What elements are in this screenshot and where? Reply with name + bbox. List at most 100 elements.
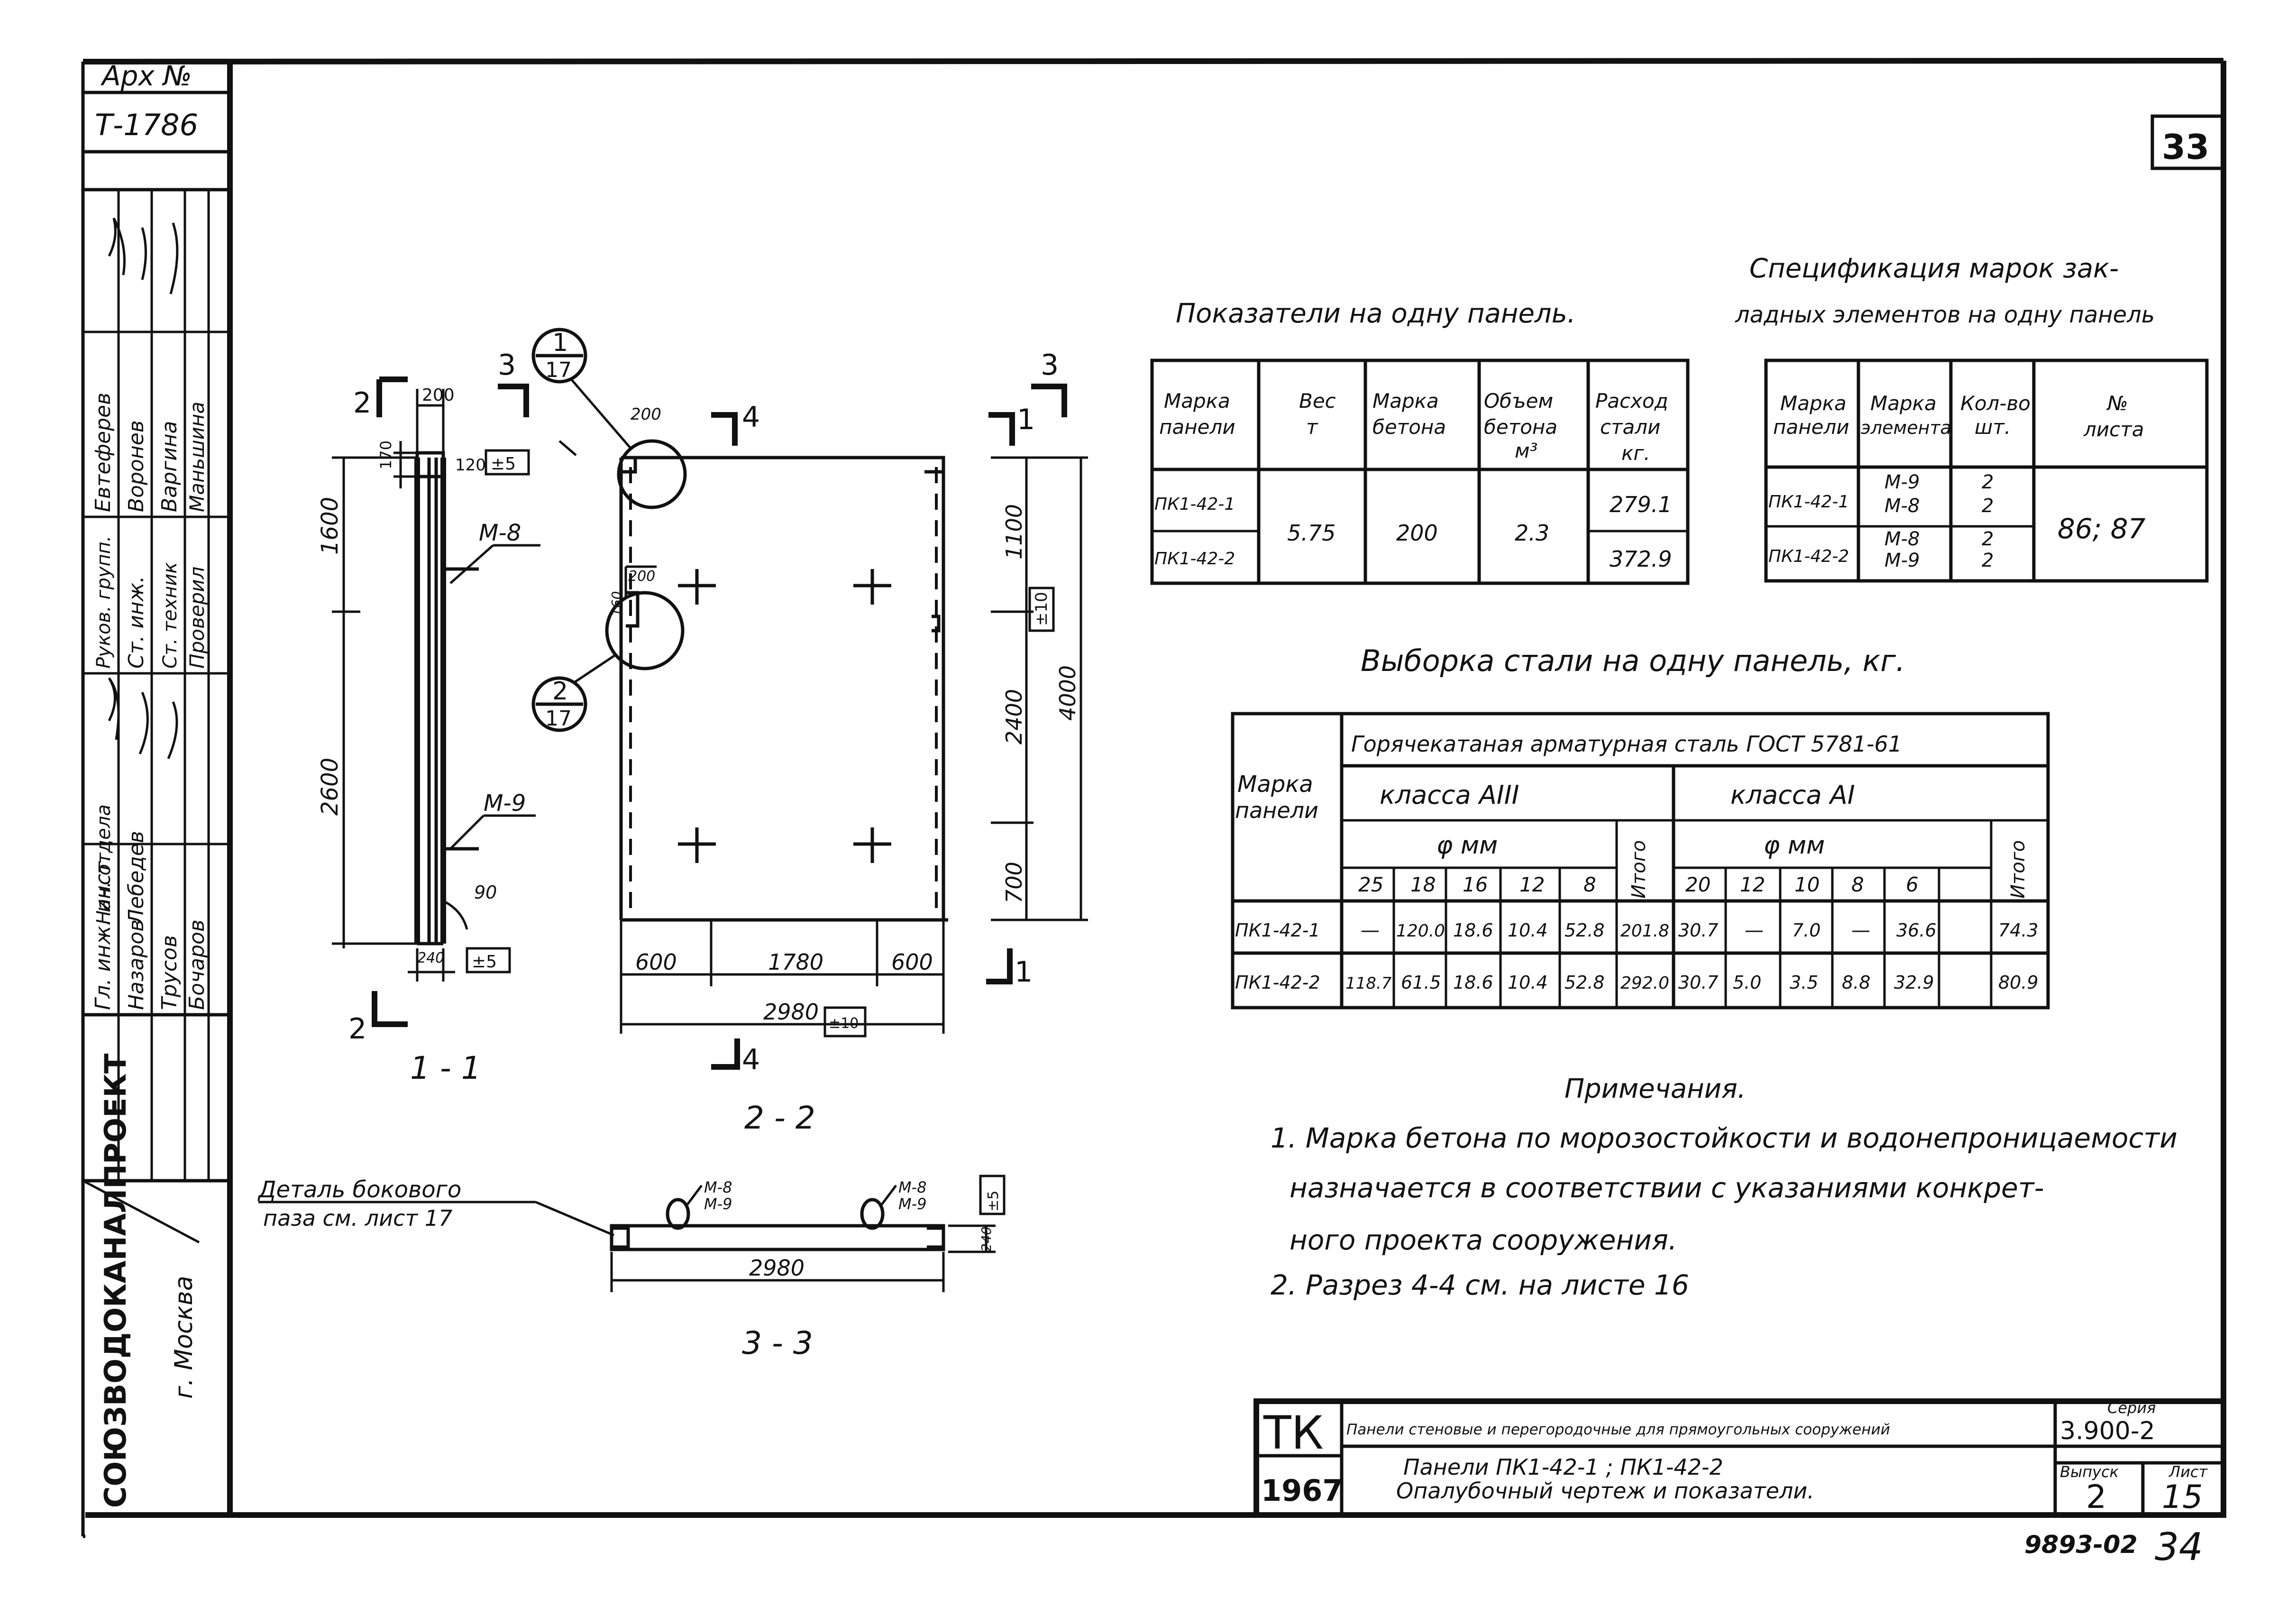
notes-title: Примечания.: [1564, 1074, 1746, 1104]
steel-row2-mark: ПК1-42-2: [1235, 972, 1320, 993]
steel-row1-a1-12: —: [1745, 919, 1764, 941]
label-m9-3-3-right: М-9: [898, 1195, 927, 1213]
title-block-sheet-title-2: Опалубочный чертеж и показатели.: [1396, 1478, 1814, 1504]
steel-dia-a3-8: 8: [1583, 873, 1596, 896]
steel-row2-a3-8: 52.8: [1564, 972, 1605, 993]
cut-mark-2-bottom: 2: [348, 1012, 366, 1046]
note-1-line1: 1. Марка бетона по морозостойкости и вод…: [1271, 1122, 2177, 1154]
steel-dia-a3-12: 12: [1519, 873, 1545, 896]
dim-240: 240: [417, 950, 444, 966]
detail-2-sheet: 17: [545, 707, 572, 731]
steel-dia-a3: φ мм: [1436, 831, 1498, 860]
dim-2980-top-section: 2980: [749, 1255, 805, 1281]
steel-row1-total-a1: 74.3: [1998, 920, 2039, 941]
dim-170: 170: [377, 441, 395, 469]
dim-200-side-2-2: 200: [628, 568, 655, 585]
tol-5-bottom: ±5: [472, 952, 497, 972]
tol-5-top-section: ±5: [985, 1191, 1002, 1212]
side-groove-note-line1: Деталь бокового: [257, 1176, 461, 1203]
embedded-table-grid: [1764, 358, 2209, 583]
emb-row1-el1: М-9: [1884, 471, 1920, 493]
steel-row1-a3-16: 18.6: [1453, 920, 1493, 941]
emb-header-qty-2: шт.: [1975, 415, 2011, 439]
steel-row1-mark: ПК1-42-1: [1235, 920, 1320, 941]
sheet-corner-number: 33: [2162, 127, 2209, 167]
steel-row1-a1-20: 30.7: [1678, 920, 1719, 941]
title-block-tk: ТК: [1263, 1406, 1324, 1460]
steel-dia-a3-25: 25: [1358, 873, 1383, 896]
stamp-name-8: Маньшина: [185, 402, 209, 512]
title-block-general-title: Панели стеновые и перегородочные для пря…: [1346, 1421, 1890, 1438]
title-block-issue: 2: [2086, 1478, 2106, 1516]
dim-90: 90: [474, 882, 497, 903]
dim-700: 700: [1001, 862, 1027, 903]
title-block-sheet-title-1: Панели ПК1-42-1 ; ПК1-42-2: [1403, 1454, 1723, 1480]
label-m8-3-3-left: М-8: [704, 1178, 732, 1196]
dim-240-top-section: 240: [979, 1227, 994, 1252]
title-block-series: 3.900-2: [2060, 1417, 2155, 1445]
note-1-line3: ного проекта сооружения.: [1290, 1224, 1677, 1256]
detail-1-sheet: 17: [545, 358, 572, 382]
steel-row1-a1-10: 7.0: [1792, 920, 1820, 941]
cut-mark-2-top: 2: [353, 386, 371, 420]
dim-1780: 1780: [768, 949, 823, 975]
ind-weight: 5.75: [1287, 520, 1336, 546]
title-block-sheet-label: Лист: [2168, 1463, 2208, 1481]
indicators-title: Показатели на одну панель.: [1176, 298, 1576, 329]
dim-2400: 2400: [1001, 689, 1027, 744]
dim-120: 120: [455, 456, 486, 475]
bottom-archive-number: 9893-02: [2024, 1531, 2138, 1559]
emb-header-qty-1: Кол-во: [1960, 392, 2031, 415]
cut-mark-4-bottom: 4: [742, 1043, 760, 1076]
ind-row2-steel: 372.9: [1610, 546, 1672, 572]
ind-header-vol-2: бетона: [1484, 415, 1557, 439]
stamp-name-1: Назаров: [124, 919, 148, 1010]
title-block-grid: [1253, 1398, 2226, 1518]
dim-2600: 2600: [317, 758, 343, 816]
ind-header-weight-2: т: [1306, 415, 1318, 439]
dim-200-section11: 200: [422, 386, 455, 405]
dim-200-top-2-2: 200: [631, 405, 661, 424]
steel-total-a3-header: Итого: [1628, 840, 1650, 899]
emb-row2-q2: 2: [1982, 550, 1994, 571]
section-1-1-caption: 1 - 1: [410, 1050, 481, 1086]
section-3-3-caption: 3 - 3: [742, 1325, 813, 1361]
stamp-role-5: Руков. групп.: [93, 535, 115, 669]
ind-header-mark-2: панели: [1159, 415, 1235, 439]
stamp-role-2: Нач. отдела: [93, 804, 115, 925]
emb-row2-q1: 2: [1982, 528, 1994, 550]
emb-row2-el2: М-9: [1884, 550, 1920, 571]
steel-class-a3: класса АIII: [1380, 780, 1519, 810]
title-block-issue-label: Выпуск: [2060, 1463, 2119, 1481]
tol-5-top: ±5: [491, 454, 516, 474]
cut-mark-1-bottom: 1: [1015, 955, 1033, 989]
emb-row1-el2: М-8: [1884, 495, 1920, 517]
steel-selection-title: Выборка стали на одну панель, кг.: [1361, 643, 1905, 678]
indicators-table-grid: [1150, 358, 1690, 585]
steel-dia-a1-10: 10: [1794, 873, 1820, 896]
side-groove-note-line2: паза см. лист 17: [263, 1205, 452, 1231]
stamp-name-3: Трусов: [157, 935, 182, 1010]
left-stamp: [82, 91, 230, 1244]
section-3-3-view: [258, 1175, 1006, 1292]
stamp-role-8: Проверил: [185, 567, 209, 669]
steel-row2-a3-18: 61.5: [1401, 972, 1441, 993]
stamp-name-2: Лебедев: [124, 831, 148, 926]
stamp-role-6: Ст. инж.: [124, 576, 148, 669]
steel-row2-a1-8: 8.8: [1842, 972, 1870, 993]
dim-600-right: 600: [891, 949, 933, 975]
steel-row1-a3-25: —: [1361, 919, 1380, 941]
emb-header-el-1: Марка: [1870, 392, 1937, 415]
cut-mark-4-top: 4: [742, 401, 760, 434]
organization-city: г. Москва: [170, 1276, 198, 1399]
ind-header-vol-1: Объем: [1484, 389, 1553, 413]
embedded-title-line1: Спецификация марок зак-: [1749, 253, 2119, 284]
steel-row1-a3-8: 52.8: [1564, 920, 1605, 941]
ind-concrete-grade: 200: [1396, 520, 1438, 546]
ind-row1-steel: 279.1: [1610, 492, 1672, 517]
label-m8-section11: М-8: [479, 520, 521, 546]
steel-dia-a3-18: 18: [1410, 873, 1436, 896]
emb-row1-q1: 2: [1982, 471, 1994, 493]
dim-600-left: 600: [635, 949, 677, 975]
